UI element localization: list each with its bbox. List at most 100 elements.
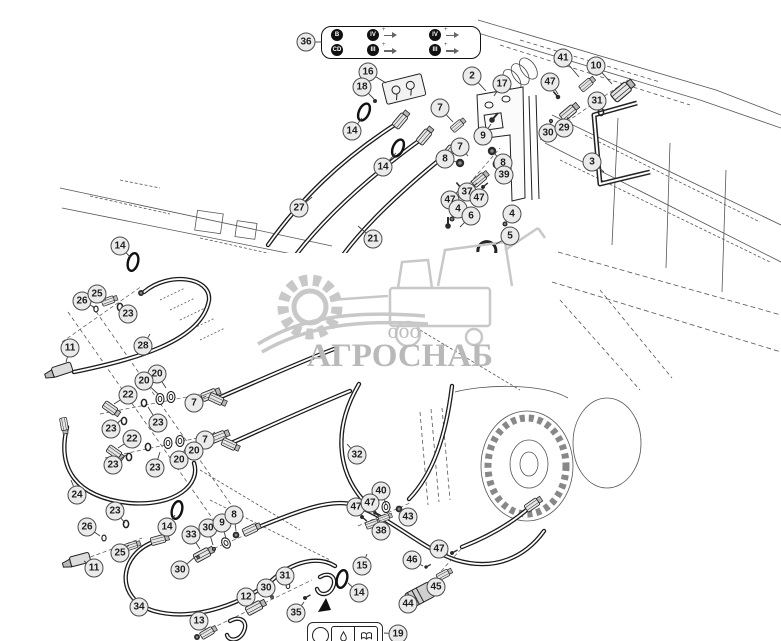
- callout-22[interactable]: 22: [122, 429, 142, 449]
- callout-39[interactable]: 39: [494, 165, 514, 185]
- callout-25[interactable]: 25: [110, 543, 130, 563]
- watermark-company-name: АГРОСНАБ: [307, 338, 493, 374]
- callout-10[interactable]: 10: [586, 56, 606, 76]
- callout-7[interactable]: 7: [184, 393, 204, 413]
- callout-8[interactable]: 8: [435, 149, 455, 169]
- watermark: ооо АГРОСНАБ: [257, 226, 547, 374]
- callout-28[interactable]: 28: [133, 336, 153, 356]
- callout-47[interactable]: 47: [360, 493, 380, 513]
- callout-33[interactable]: 33: [181, 525, 201, 545]
- callout-23[interactable]: 23: [118, 304, 138, 324]
- callout-15[interactable]: 15: [352, 556, 372, 576]
- callout-7[interactable]: 7: [430, 98, 450, 118]
- callout-11[interactable]: 11: [84, 558, 104, 578]
- callout-14[interactable]: 14: [373, 157, 393, 177]
- callout-36[interactable]: 36: [296, 32, 316, 52]
- hose-32-right: [409, 386, 452, 499]
- callout-5[interactable]: 5: [500, 226, 520, 246]
- flow-arrow-icon: [382, 42, 397, 54]
- part-clip-47: [359, 514, 369, 523]
- callout-23[interactable]: 23: [105, 501, 125, 521]
- legend-symbol-circle: IV: [367, 28, 379, 41]
- legend-symbol-circle: III: [367, 44, 379, 57]
- part-ball-30: [211, 546, 217, 552]
- hose-27: [268, 124, 396, 245]
- callout-18[interactable]: 18: [352, 77, 372, 97]
- callout-27[interactable]: 27: [289, 198, 309, 218]
- callout-14[interactable]: 14: [110, 236, 130, 256]
- callout-35[interactable]: 35: [286, 603, 306, 623]
- part-connector-10: [609, 77, 637, 104]
- hose-hook-13: [227, 619, 245, 640]
- part-bolt-46: [423, 562, 432, 570]
- callout-31[interactable]: 31: [275, 566, 295, 586]
- callout-13[interactable]: 13: [189, 611, 209, 631]
- part-fitting: [391, 108, 412, 131]
- callout-23[interactable]: 23: [148, 413, 168, 433]
- callout-9[interactable]: 9: [473, 126, 493, 146]
- part-clamp-14: [168, 498, 186, 522]
- callout-31[interactable]: 31: [587, 91, 607, 111]
- part-nut-8: [455, 158, 465, 168]
- callout-7[interactable]: 7: [450, 137, 470, 157]
- callout-8[interactable]: 8: [224, 505, 244, 525]
- part-ball-30: [196, 555, 200, 559]
- callout-47[interactable]: 47: [540, 72, 560, 92]
- callout-44[interactable]: 44: [398, 594, 418, 614]
- callout-38[interactable]: 38: [371, 521, 391, 541]
- flow-arrow-icon: [444, 42, 459, 54]
- callout-45[interactable]: 45: [426, 577, 446, 597]
- callout-20[interactable]: 20: [184, 441, 204, 461]
- callout-46[interactable]: 46: [402, 550, 422, 570]
- book-icon: [354, 627, 377, 641]
- callout-3[interactable]: 3: [582, 152, 602, 172]
- part-nut-8: [487, 146, 497, 156]
- callout-14[interactable]: 14: [342, 121, 362, 141]
- callout-11[interactable]: 11: [60, 338, 80, 358]
- callout-43[interactable]: 43: [398, 507, 418, 527]
- callout-23[interactable]: 23: [103, 455, 123, 475]
- callout-30[interactable]: 30: [256, 578, 276, 598]
- callout-23[interactable]: 23: [101, 419, 121, 439]
- part-fitting: [415, 124, 436, 147]
- callout-2[interactable]: 2: [462, 66, 482, 86]
- callout-20[interactable]: 20: [169, 450, 189, 470]
- legend-symbol-CD: CD: [322, 44, 358, 57]
- callout-22[interactable]: 22: [118, 385, 138, 405]
- callout-32[interactable]: 32: [347, 445, 367, 465]
- callout-41[interactable]: 41: [553, 48, 573, 68]
- callout-21[interactable]: 21: [363, 229, 383, 249]
- callout-14[interactable]: 14: [157, 517, 177, 537]
- part-clamp-14: [333, 567, 351, 591]
- callout-24[interactable]: 24: [67, 485, 87, 505]
- callout-29[interactable]: 29: [554, 118, 574, 138]
- callout-34[interactable]: 34: [129, 597, 149, 617]
- callout-14[interactable]: 14: [349, 583, 369, 603]
- flow-arrow-icon: [444, 27, 459, 39]
- callout-12[interactable]: 12: [236, 587, 256, 607]
- droplet-icon: [332, 627, 354, 641]
- part-ring-23: [120, 416, 128, 426]
- callout-4[interactable]: 4: [502, 204, 522, 224]
- part-washer-20: [155, 392, 165, 406]
- callout-47[interactable]: 47: [429, 539, 449, 559]
- legend-symbol-circle: IV: [429, 28, 441, 41]
- callout-19[interactable]: 19: [388, 624, 408, 641]
- flow-arrow-icon: [382, 27, 397, 39]
- callout-20[interactable]: 20: [134, 371, 154, 391]
- combine-harvester-icon: [329, 226, 547, 348]
- legend-symbol-III: III: [420, 42, 482, 57]
- callout-47[interactable]: 47: [469, 188, 489, 208]
- callout-30[interactable]: 30: [170, 560, 190, 580]
- part-connector-33: [192, 544, 216, 564]
- part-washer-9: [219, 535, 233, 551]
- callout-17[interactable]: 17: [492, 74, 512, 94]
- callout-30[interactable]: 30: [538, 123, 558, 143]
- part-nut-13: [194, 634, 200, 640]
- part-washer-20: [163, 436, 173, 450]
- callout-23[interactable]: 23: [145, 458, 165, 478]
- callout-6[interactable]: 6: [461, 206, 481, 226]
- callout-25[interactable]: 25: [87, 284, 107, 304]
- part-elbow-22: [101, 400, 122, 419]
- callout-26[interactable]: 26: [77, 517, 97, 537]
